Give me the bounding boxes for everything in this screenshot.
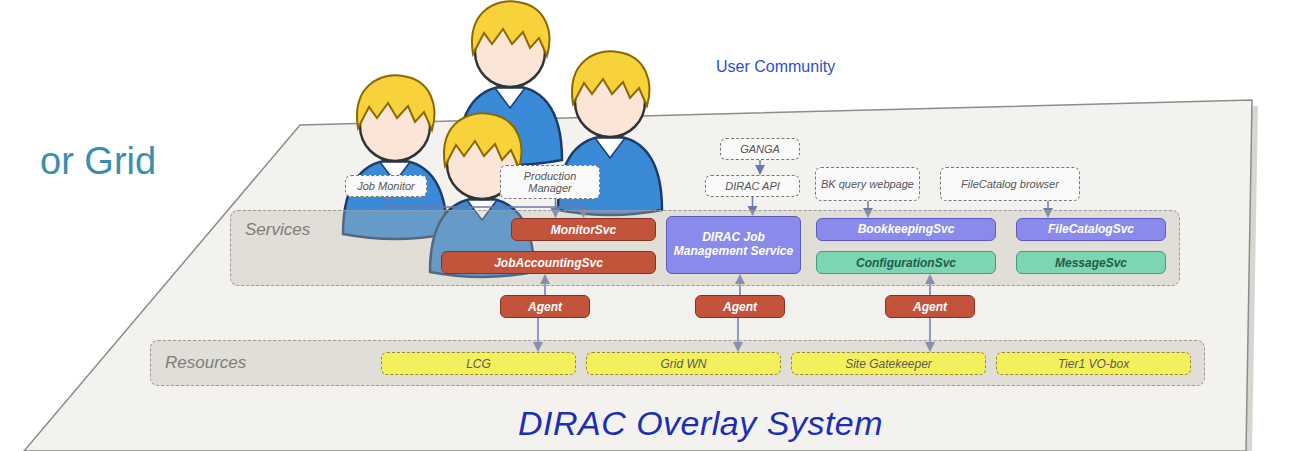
connector-arrow <box>867 201 869 217</box>
service-box: MessageSvc <box>1016 251 1166 274</box>
connector-arrow <box>537 318 539 351</box>
service-box: FileCatalogSvc <box>1016 218 1166 241</box>
resource-box: LCG <box>381 352 576 375</box>
page-title: or Grid <box>40 140 156 183</box>
client-box: FileCatalog browser <box>940 167 1080 201</box>
agent-box: Agent <box>695 295 785 318</box>
service-box: BookkeepingSvc <box>816 218 996 241</box>
user-icon <box>558 51 662 215</box>
connector-arrow <box>752 197 754 215</box>
node-text: Tier1 VO-box <box>1001 357 1186 371</box>
connector-arrow <box>737 318 739 351</box>
node-text: FileCatalog browser <box>945 178 1075 190</box>
resource-box: Site Gatekeeper <box>791 352 986 375</box>
node-text: ConfigurationSvc <box>821 256 991 270</box>
service-box: MonitorSvc <box>511 218 656 241</box>
node-text: DIRAC API <box>710 180 795 192</box>
connector-arrow <box>544 275 546 295</box>
services-band: ServicesMonitorSvcJobAccountingSvcDIRAC … <box>230 210 1180 286</box>
node-text: Agent <box>890 300 970 314</box>
node-text: DIRAC Job Management Service <box>671 231 796 259</box>
node-text: Production Manager <box>505 170 595 194</box>
node-text: LCG <box>386 357 571 371</box>
connector-arrow <box>759 160 761 174</box>
connector-arrow <box>929 318 931 351</box>
node-text: Job Monitor <box>350 180 422 192</box>
connector-arrow <box>386 197 584 217</box>
resource-box: Tier1 VO-box <box>996 352 1191 375</box>
service-box: JobAccountingSvc <box>441 251 656 274</box>
node-text: Site Gatekeeper <box>796 357 981 371</box>
node-text: JobAccountingSvc <box>446 256 651 270</box>
node-text: GANGA <box>725 143 795 155</box>
node-text: FileCatalogSvc <box>1021 223 1161 237</box>
overlay-platform: DIRAC Overlay System GANGA Job Monitor Prod… <box>0 95 1291 451</box>
service-box: DIRAC Job Management Service <box>666 216 801 274</box>
node-text: MonitorSvc <box>516 223 651 237</box>
client-box: BK query webpage <box>815 167 920 201</box>
node-text: BookkeepingSvc <box>821 223 991 237</box>
agent-box: Agent <box>885 295 975 318</box>
client-box: GANGA <box>720 138 800 160</box>
connector-arrow <box>929 275 931 295</box>
resources-band: ResourcesLCGGrid WNSite GatekeeperTier1 … <box>150 340 1205 386</box>
node-text: Agent <box>505 300 585 314</box>
node-text: BK query webpage <box>820 178 915 190</box>
community-label: User Community <box>716 58 835 76</box>
node-text: MessageSvc <box>1021 256 1161 270</box>
connector-arrow <box>1047 201 1049 217</box>
connector-arrow <box>739 275 741 295</box>
user-icon <box>343 75 447 239</box>
connector-arrow <box>555 199 557 217</box>
client-box: Production Manager <box>500 165 600 199</box>
resource-box: Grid WN <box>586 352 781 375</box>
node-text: Grid WN <box>591 357 776 371</box>
node-text: DIRAC Overlay System <box>110 404 1291 443</box>
node-text: Agent <box>700 300 780 314</box>
client-box: DIRAC API <box>705 175 800 197</box>
user-icon <box>430 113 534 277</box>
agent-box: Agent <box>500 295 590 318</box>
client-box: Job Monitor <box>345 175 427 197</box>
service-box: ConfigurationSvc <box>816 251 996 274</box>
